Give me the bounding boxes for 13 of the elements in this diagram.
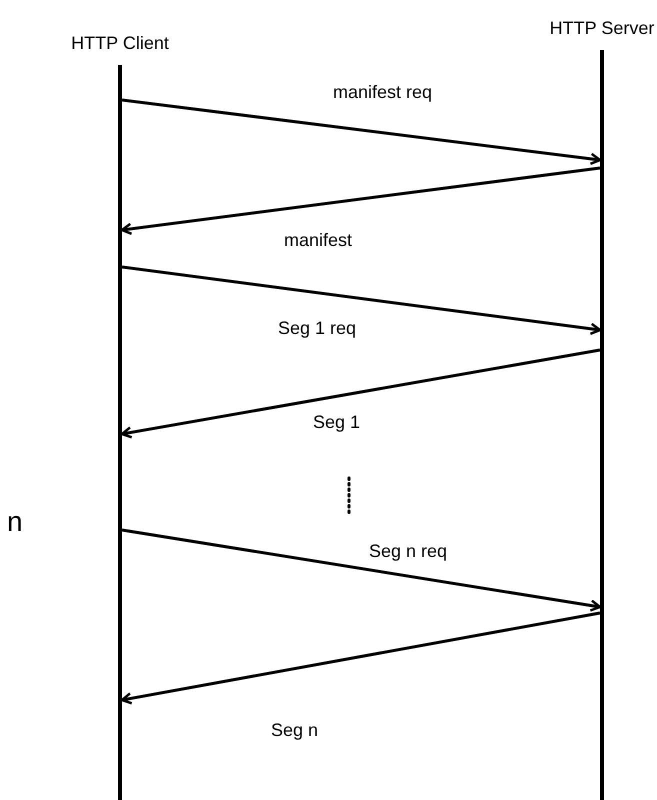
participant-label: HTTP Server <box>550 18 654 39</box>
edge-label: Seg n req <box>368 541 448 562</box>
edge-label: Seg n <box>270 720 320 741</box>
message-arrow <box>122 98 602 166</box>
message-arrow <box>120 612 600 705</box>
message-arrow <box>122 528 602 612</box>
message-arrow <box>122 266 602 336</box>
message-arrow <box>120 166 600 236</box>
edge-label: Seg 1 req <box>277 318 358 339</box>
participant-label: HTTP Client <box>71 33 169 54</box>
message-arrow <box>120 348 600 439</box>
edge-label: Seg 1 <box>312 412 362 433</box>
edge-label: manifest req <box>332 82 434 103</box>
